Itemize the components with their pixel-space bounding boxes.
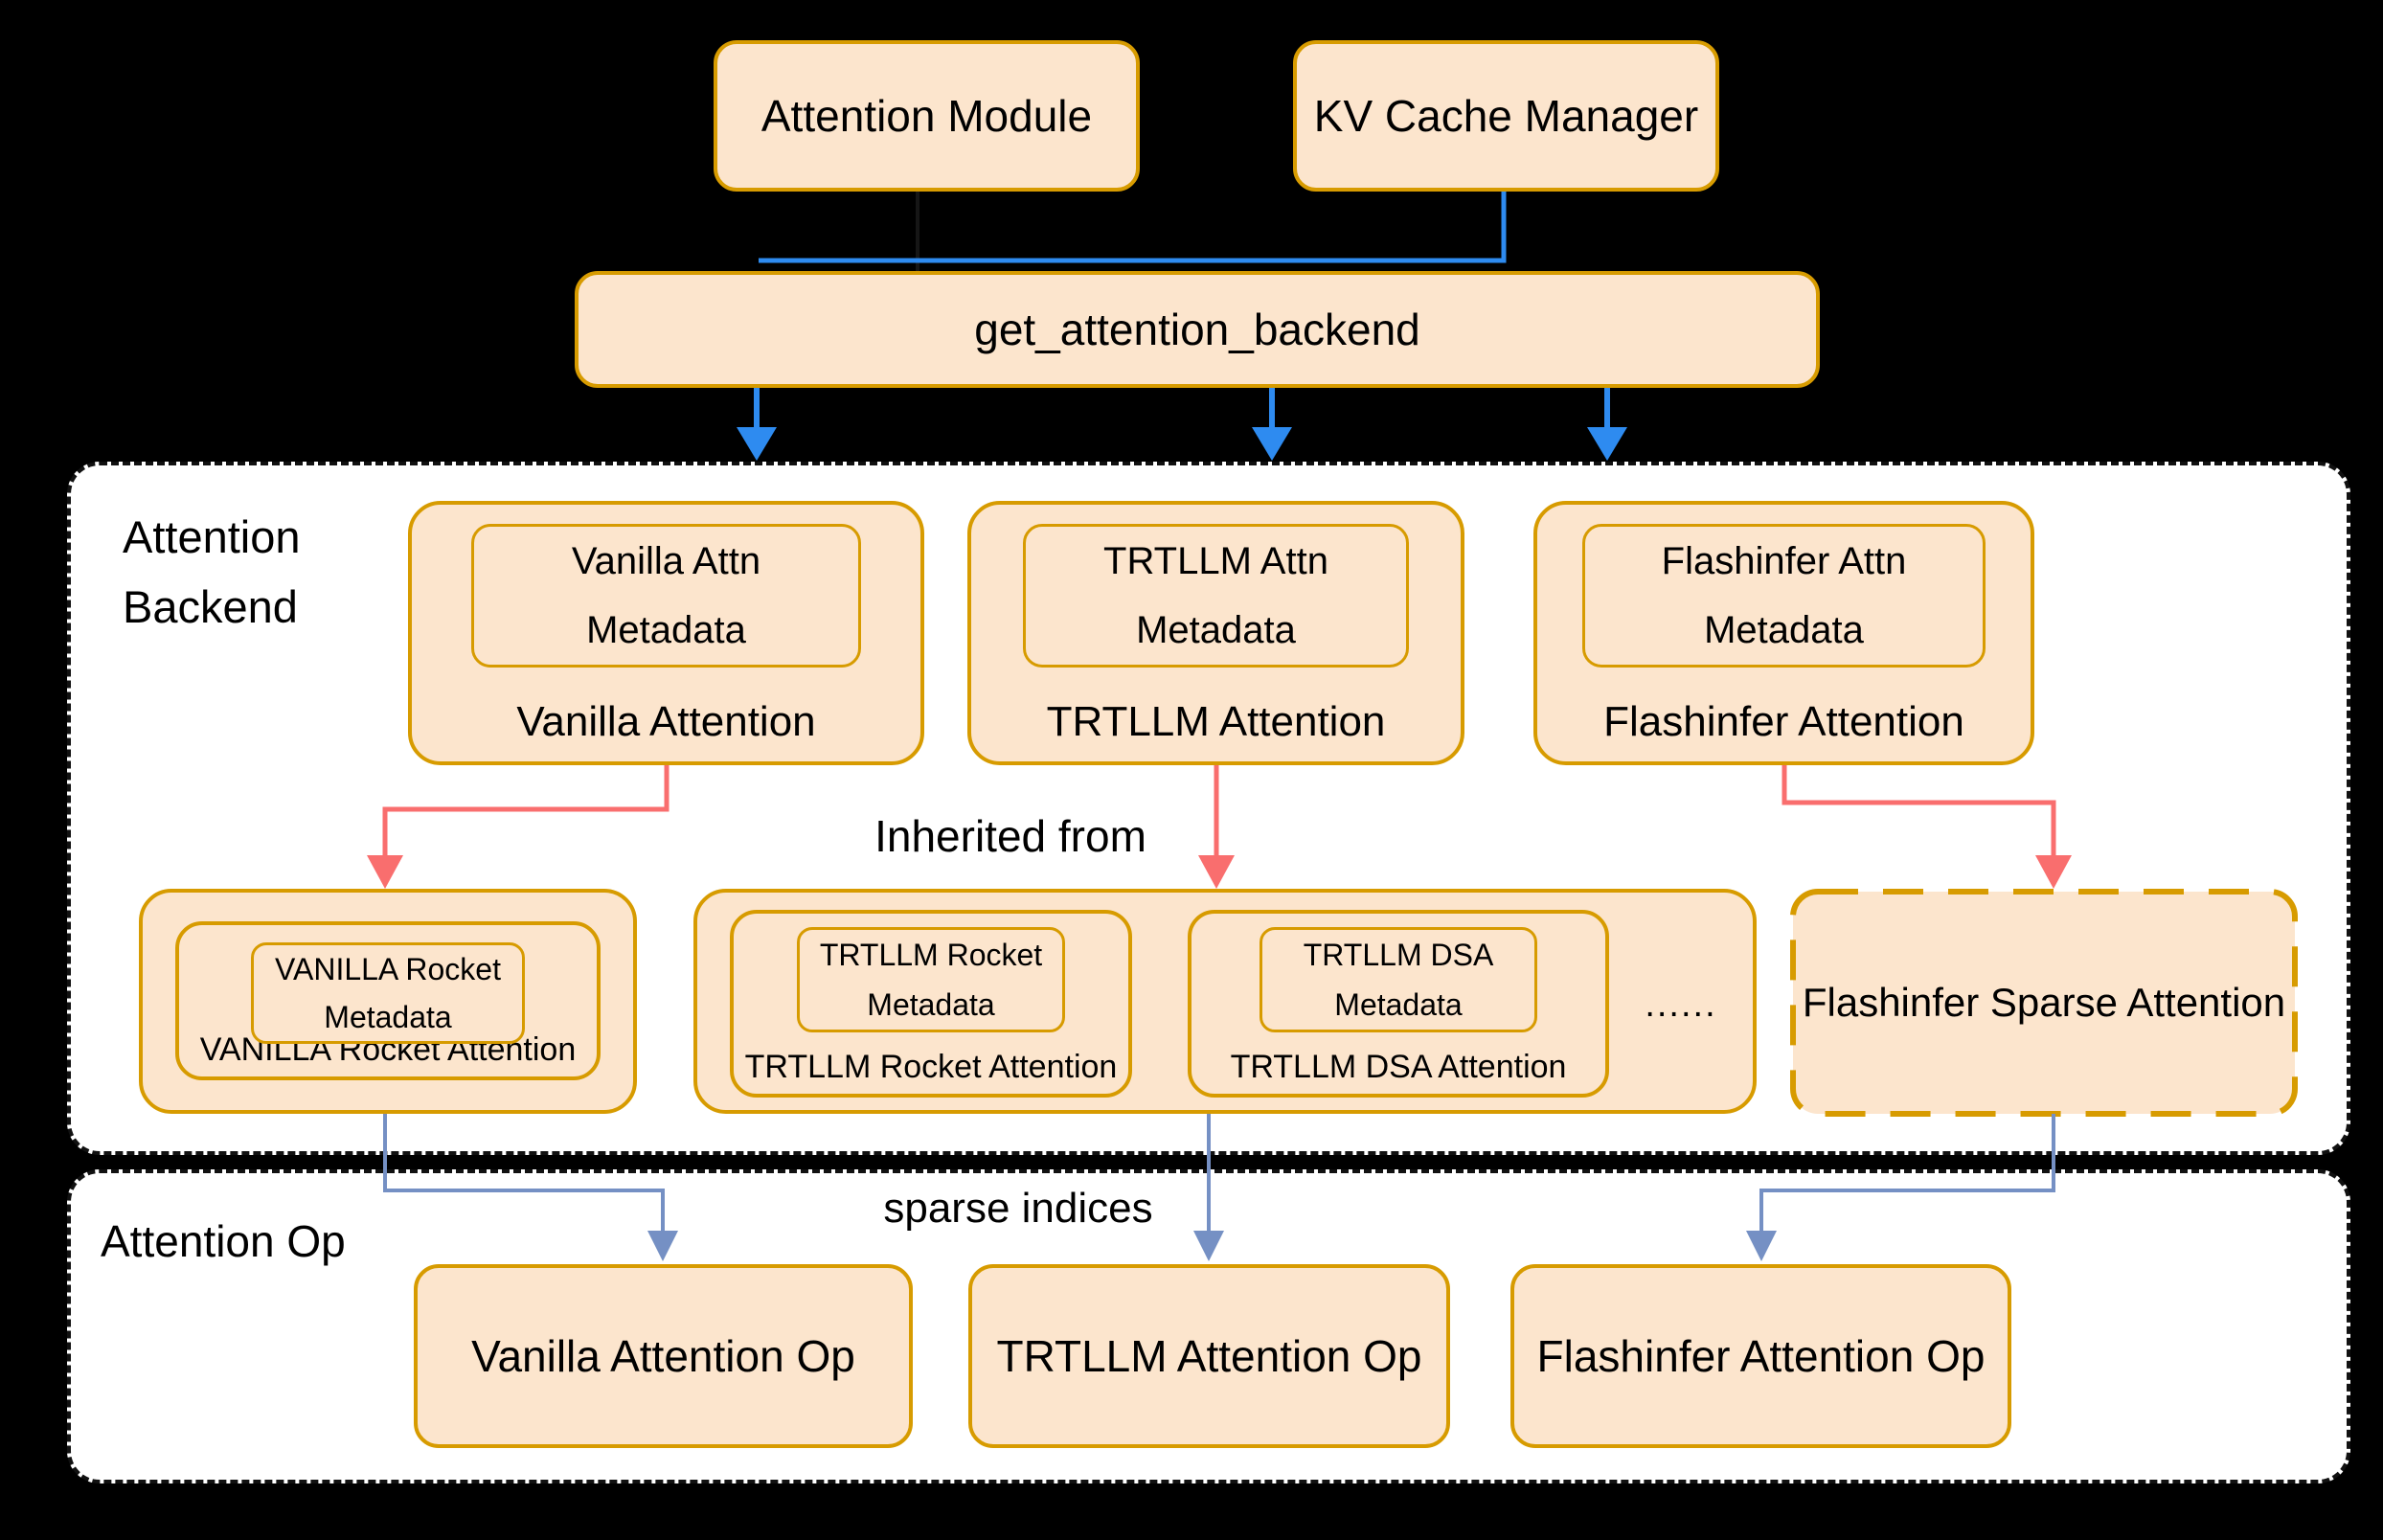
flashinfer-attention-op-box: Flashinfer Attention Op xyxy=(1510,1264,2011,1448)
backend-section-label-line2: Backend xyxy=(123,580,298,632)
trtllm-rocket-attention-label: TRTLLM Rocket Attention xyxy=(744,1049,1118,1086)
trtllm-rocket-metadata-line1: TRTLLM Rocket xyxy=(819,938,1043,972)
op-section-label: Attention Op xyxy=(101,1216,346,1266)
trtllm-attention-op-label: TRTLLM Attention Op xyxy=(996,1330,1422,1381)
vanilla-attn-metadata-line1: Vanilla Attn xyxy=(571,540,761,582)
trtllm-dsa-metadata-line2: Metadata xyxy=(1334,987,1463,1022)
trtllm-attn-metadata-line1: TRTLLM Attn xyxy=(1103,540,1328,582)
inherited-from-label: Inherited from xyxy=(874,811,1146,861)
vanilla-attention-op-label: Vanilla Attention Op xyxy=(471,1330,855,1381)
trtllm-attn-metadata-box: TRTLLM Attn Metadata xyxy=(1023,524,1409,668)
trtllm-dsa-metadata-line1: TRTLLM DSA xyxy=(1303,938,1494,972)
trtllm-rocket-metadata-line2: Metadata xyxy=(867,987,995,1022)
attention-module-box: Attention Module xyxy=(714,40,1140,192)
kv-cache-manager-label: KV Cache Manager xyxy=(1313,90,1699,141)
arrow-get-to-vanilla-head xyxy=(737,427,777,461)
arrow-get-to-trtllm-head xyxy=(1252,427,1292,461)
trtllm-attn-metadata-line2: Metadata xyxy=(1136,609,1296,651)
sparse-indices-label: sparse indices xyxy=(883,1185,1153,1232)
backend-section-label-line1: Attention xyxy=(123,511,301,562)
vanilla-attention-op-box: Vanilla Attention Op xyxy=(414,1264,913,1448)
kv-cache-manager-box: KV Cache Manager xyxy=(1293,40,1719,192)
trtllm-attention-label: TRTLLM Attention xyxy=(1046,697,1386,745)
trtllm-dsa-attention-label: TRTLLM DSA Attention xyxy=(1230,1049,1567,1086)
vanilla-rocket-metadata-box: VANILLA Rocket Metadata xyxy=(251,942,525,1044)
get-attention-backend-label: get_attention_backend xyxy=(974,304,1420,354)
trtllm-dsa-metadata-box: TRTLLM DSA Metadata xyxy=(1260,927,1537,1032)
arrow-get-to-flashinfer-head xyxy=(1587,427,1627,461)
get-attention-backend-box: get_attention_backend xyxy=(575,271,1820,388)
flashinfer-sparse-attention-label: Flashinfer Sparse Attention xyxy=(1802,980,2286,1026)
attention-module-label: Attention Module xyxy=(760,90,1093,141)
flashinfer-attention-label: Flashinfer Attention xyxy=(1603,697,1964,745)
flashinfer-attn-metadata-line1: Flashinfer Attn xyxy=(1661,540,1907,582)
vanilla-attention-label: Vanilla Attention xyxy=(516,697,816,745)
backend-section-label: Attention Backend xyxy=(123,503,429,643)
flashinfer-attn-metadata-box: Flashinfer Attn Metadata xyxy=(1582,524,1986,668)
vanilla-attn-metadata-box: Vanilla Attn Metadata xyxy=(471,524,861,668)
more-backends-ellipsis: ...... xyxy=(1645,985,1717,1025)
trtllm-attention-op-box: TRTLLM Attention Op xyxy=(968,1264,1450,1448)
connector-kv-cache-to-get xyxy=(759,192,1507,263)
vanilla-rocket-metadata-line2: Metadata xyxy=(324,1000,452,1034)
flashinfer-attn-metadata-line2: Metadata xyxy=(1704,609,1864,651)
flashinfer-attention-op-label: Flashinfer Attention Op xyxy=(1536,1330,1986,1381)
vanilla-attn-metadata-line2: Metadata xyxy=(586,609,746,651)
vanilla-rocket-metadata-line1: VANILLA Rocket xyxy=(275,952,501,986)
trtllm-rocket-metadata-box: TRTLLM Rocket Metadata xyxy=(797,927,1065,1032)
